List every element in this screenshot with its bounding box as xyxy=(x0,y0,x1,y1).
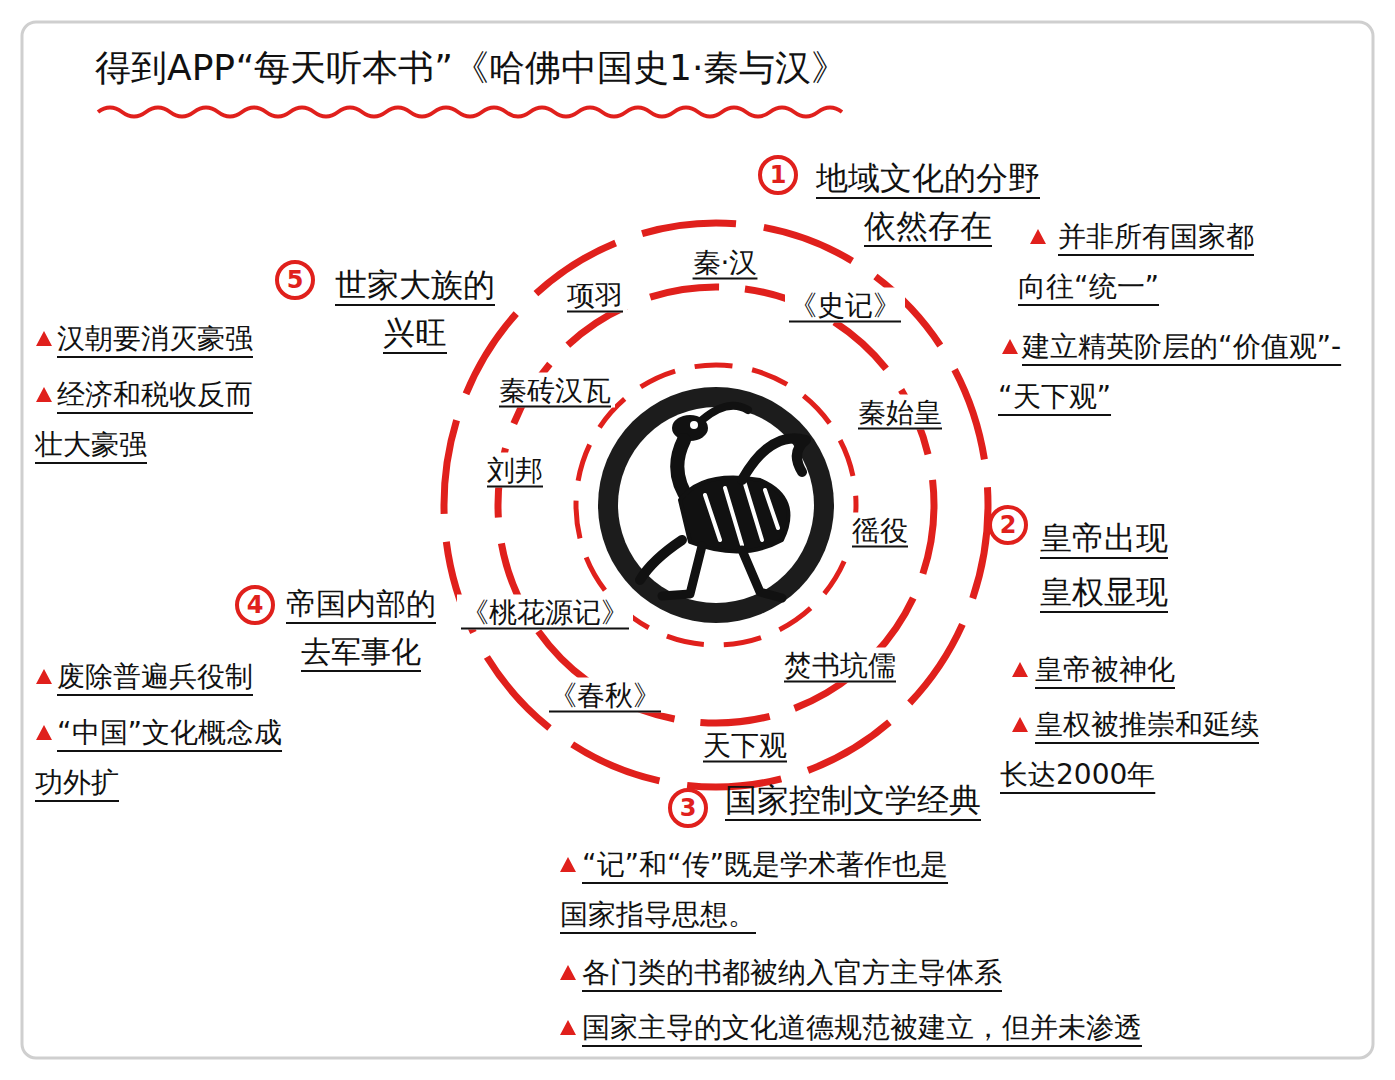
bird-legs xyxy=(662,546,782,598)
branch-heading: 国家控制文学经典 xyxy=(725,776,1015,824)
bullet-note: 经济和税收反而壮大豪强 xyxy=(35,370,270,471)
ring-keyword: 焚书坑儒 xyxy=(780,648,900,683)
ring-keyword: 天下观 xyxy=(699,728,791,763)
number-circle: 3国家控制文学经典 xyxy=(668,788,708,828)
bird-body xyxy=(680,478,788,552)
callout-number: 3 xyxy=(668,788,708,828)
bullet-note: “中国”文化概念成功外扩 xyxy=(35,708,295,809)
bullet-marks xyxy=(36,229,1046,1035)
bullet-triangle xyxy=(560,1020,576,1035)
callout-number: 1 xyxy=(758,155,798,195)
bullet-note: 国家主导的文化道德规范被建立，但并未渗透 xyxy=(560,1003,1180,1053)
bullet-triangle xyxy=(36,669,52,684)
branch-heading: 地域文化的分野 依然存在 xyxy=(808,154,1048,250)
bullet-triangle xyxy=(1012,662,1028,677)
bird-stripes xyxy=(705,484,778,545)
bullet-note: “记”和“传”既是学术著作也是国家指导思想。 xyxy=(560,840,960,941)
branch-heading: 帝国内部的 去军事化 xyxy=(283,580,439,676)
frame xyxy=(22,22,1373,1058)
stamp-face xyxy=(618,407,814,603)
bird-crest xyxy=(702,406,748,420)
bullet-triangle xyxy=(1030,229,1046,244)
number-circle: 5世家大族的 兴旺 xyxy=(275,260,315,300)
ring-keyword: 徭役 xyxy=(848,513,912,548)
ring-keyword: 秦砖汉瓦 xyxy=(495,373,615,408)
bird-eye xyxy=(690,421,698,429)
callout-number: 2 xyxy=(988,505,1028,545)
bird-tail xyxy=(640,540,682,580)
bullet-triangle xyxy=(560,965,576,980)
ring-keyword: 《春秋》 xyxy=(545,678,665,713)
branch-heading: 世家大族的 兴旺 xyxy=(330,261,500,357)
stamp-rim xyxy=(598,387,834,623)
bullet-note: 废除普遍兵役制 xyxy=(35,652,295,702)
bullet-triangle xyxy=(36,331,52,346)
ring-keyword: 刘邦 xyxy=(483,453,547,488)
bullet-triangle xyxy=(1002,339,1018,354)
ring-keyword: 秦·汉 xyxy=(689,245,762,280)
callout-number: 4 xyxy=(235,585,275,625)
ring-keyword: 《桃花源记》 xyxy=(457,595,633,630)
callout-number: 5 xyxy=(275,260,315,300)
bird-figure xyxy=(640,406,806,598)
bullet-triangle xyxy=(560,857,576,872)
number-circle: 4帝国内部的 去军事化 xyxy=(235,585,275,625)
bullet-triangle xyxy=(1012,717,1028,732)
bullet-note: 汉朝要消灭豪强 xyxy=(35,314,335,364)
outer-ring xyxy=(444,223,988,787)
bullet-triangle xyxy=(36,387,52,402)
bird-wing xyxy=(742,438,806,480)
middle-ring xyxy=(498,287,934,723)
branch-heading: 皇帝出现 皇权显现 xyxy=(1040,511,1180,620)
bullet-triangle xyxy=(36,725,52,740)
ring-keyword: 项羽 xyxy=(563,278,627,313)
bullet-note: 各门类的书都被纳入官方主导体系 xyxy=(560,948,1030,998)
title-text: 得到APP“每天听本书”《哈佛中国史1·秦与汉》 xyxy=(95,45,847,92)
title-underline xyxy=(98,108,842,117)
ring-keyword: 《史记》 xyxy=(785,288,905,323)
number-circle: 1地域文化的分野 依然存在 xyxy=(758,155,798,195)
ring-keyword: 秦始皇 xyxy=(854,395,946,430)
bullet-note: 皇权被推崇和延续长达2000年 xyxy=(1000,700,1280,801)
bullet-note: 建立精英阶层的“价值观”-“天下观” xyxy=(998,322,1343,423)
bullet-note: 并非所有国家都向往“统一” xyxy=(1018,212,1268,313)
bullet-note: 皇帝被神化 xyxy=(1035,645,1275,695)
number-circle: 2皇帝出现 皇权显现 xyxy=(988,505,1028,545)
